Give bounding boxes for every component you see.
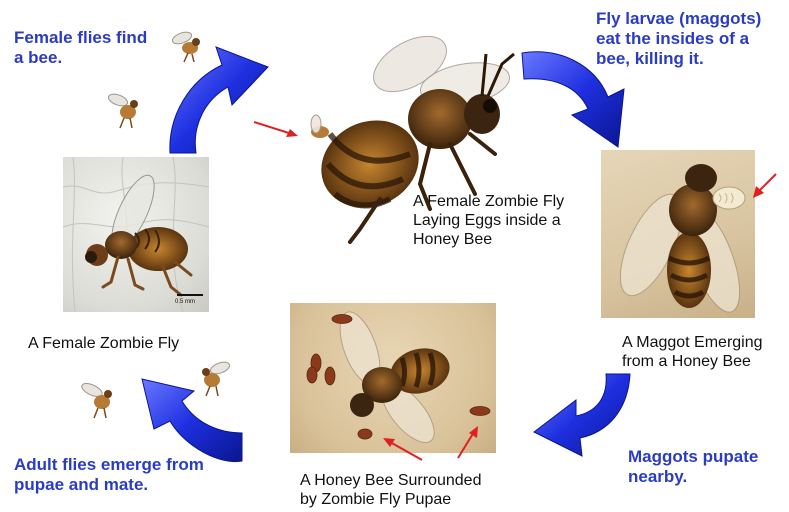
caption-maggot-emerging: A Maggot Emerging from a Honey Bee	[622, 333, 787, 371]
photo-female-zombie-fly: 0.5 mm	[63, 157, 209, 312]
pointer-arrow-pupa-left	[380, 436, 424, 462]
small-fly-icon	[80, 378, 120, 420]
caption-pupae: A Honey Bee Surrounded by Zombie Fly Pup…	[300, 471, 500, 509]
small-fly-icon	[196, 358, 234, 398]
small-fly-icon	[106, 90, 144, 130]
small-fly-icon	[168, 28, 204, 64]
cycle-arrow-top-right	[520, 45, 635, 150]
pointer-arrow-maggot	[750, 172, 780, 202]
note-pupate: Maggots pupate nearby.	[628, 447, 778, 487]
scale-bar-label: 0.5 mm	[175, 299, 195, 305]
caption-female-fly: A Female Zombie Fly	[28, 334, 228, 353]
photo-maggot-emerging	[601, 150, 755, 318]
pointer-arrow-egg-laying	[252, 118, 302, 140]
note-find-bee: Female flies find a bee.	[14, 28, 154, 68]
pointer-arrow-pupa-right	[454, 424, 482, 460]
photo-fly-laying-eggs	[290, 14, 520, 246]
cycle-arrow-bottom-right	[530, 370, 640, 460]
